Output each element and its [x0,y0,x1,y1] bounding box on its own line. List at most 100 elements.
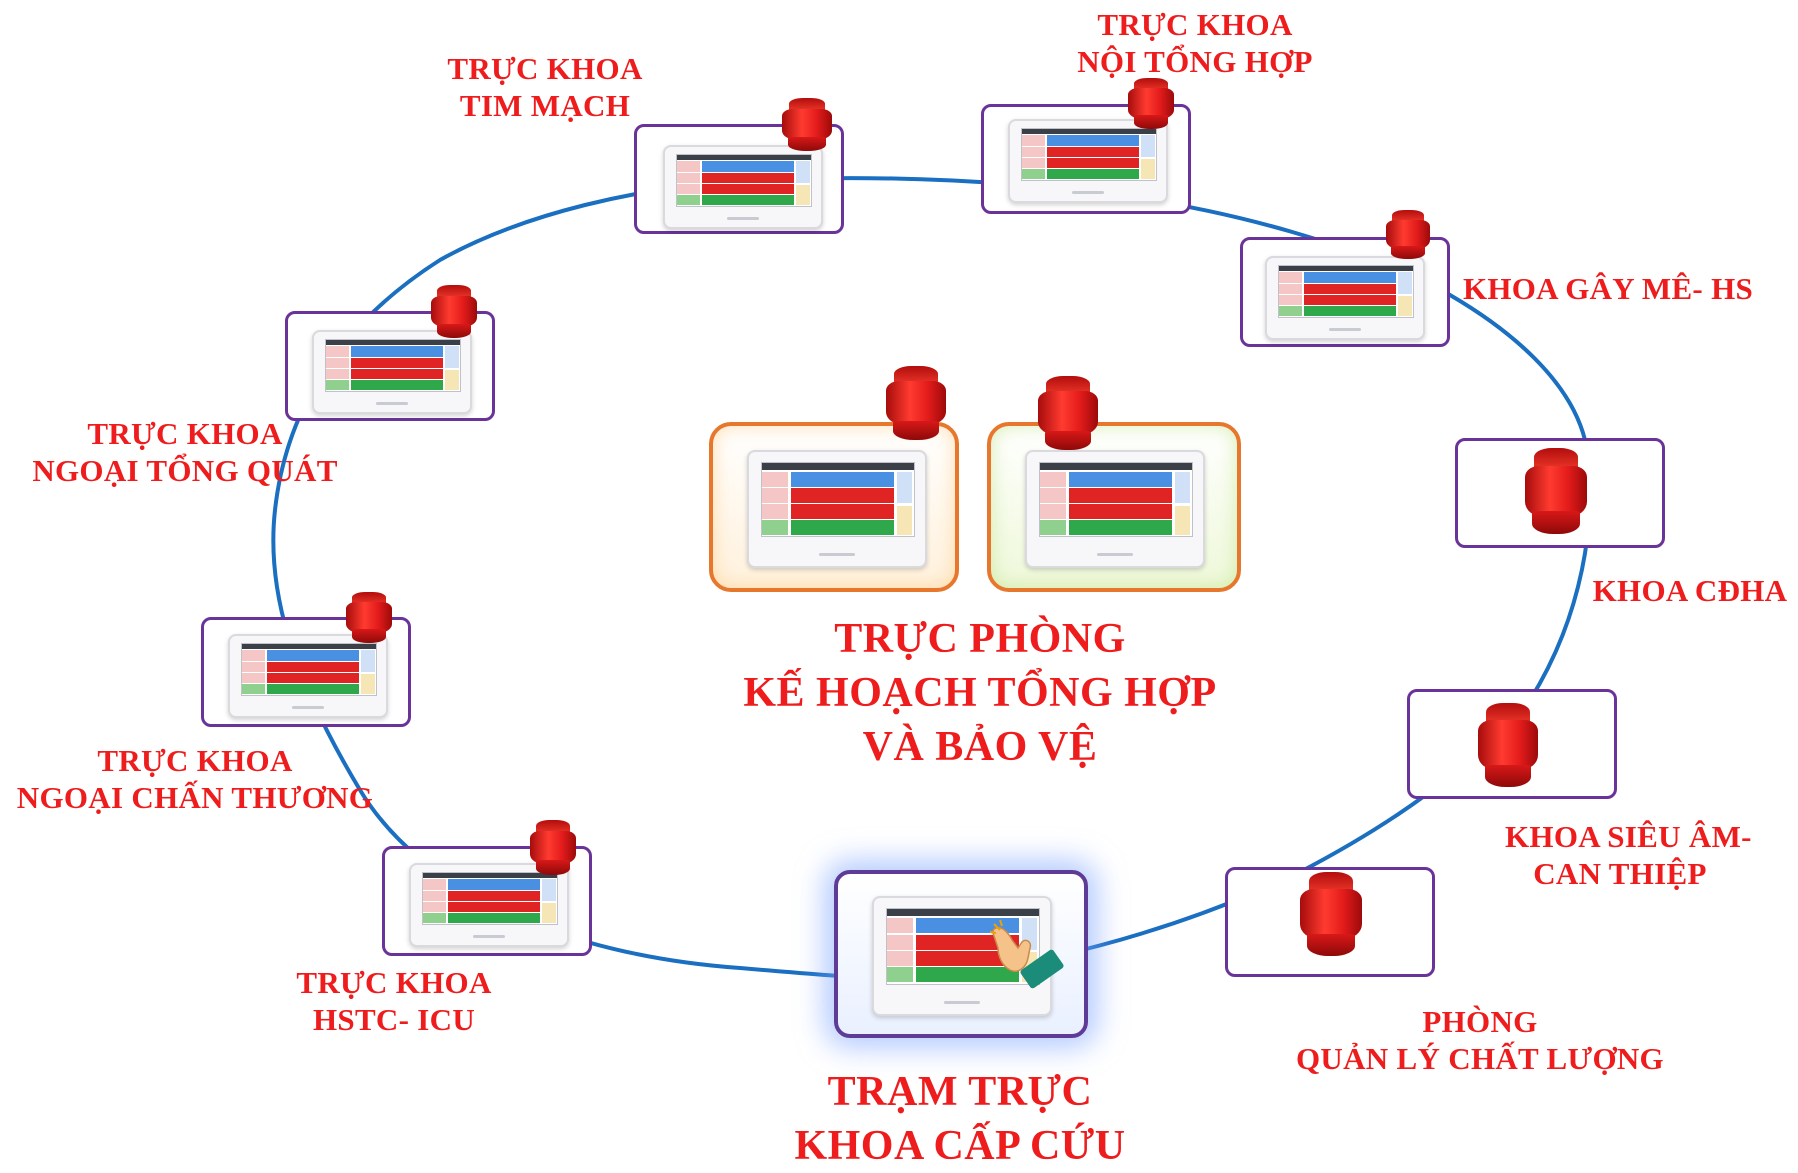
screen-call-row [1047,135,1139,146]
screen-call-row [1047,146,1139,157]
screen-status-bar [887,909,1039,917]
screen-side-block [422,913,446,924]
screen-call-row [702,172,794,183]
tablet-speaker-slot [292,705,324,709]
node-gay-me[interactable] [1240,237,1450,347]
screen-call-row [351,368,443,380]
center-device-left[interactable] [709,422,959,592]
screen-call-row [1304,294,1396,306]
screen-side-panel [1398,272,1412,294]
screen-side-block [422,879,446,890]
screen-call-row [267,672,359,684]
screen-side-block [762,504,789,519]
screen-side-panel [445,346,459,368]
screen-side-block [422,890,446,901]
screen-side-block [1021,135,1045,146]
screen-call-row [702,161,794,172]
screen-side-block [762,472,789,487]
screen-call-row [791,488,894,503]
intercom-tablet-icon [1265,256,1425,340]
screen-side-block [325,368,349,380]
tablet-screen [1039,462,1193,538]
tablet-screen [761,462,915,538]
screen-side-panel [445,369,459,391]
hand-touch-icon [989,919,1064,989]
intercom-tablet-icon [747,450,927,568]
screen-call-row [702,195,794,206]
screen-side-block [887,967,914,983]
screen-status-bar [1021,129,1157,134]
screen-call-row [791,520,894,535]
screen-call-row [1304,306,1396,317]
screen-call-row [1069,488,1172,503]
node-ngoai-tong-quat[interactable] [285,311,495,421]
screen-call-row [267,684,359,695]
screen-side-block [676,195,700,206]
tablet-screen [1277,265,1415,319]
screen-status-bar [762,463,914,470]
screen-side-panel [1175,505,1191,535]
screen-call-row [1304,272,1396,283]
screen-side-block [762,488,789,503]
siren-icon [1038,376,1098,452]
screen-call-row [448,901,540,913]
screen-side-block [325,380,349,391]
screen-call-row [448,879,540,890]
screen-side-block [325,357,349,368]
label-emergency-station: TRẠM TRỰC KHOA CẤP CỨU [794,1069,1126,1169]
tablet-screen [240,643,378,697]
screen-side-block [422,901,446,913]
screen-call-row [1069,472,1172,487]
intercom-tablet-icon [1025,450,1205,568]
screen-call-row [448,890,540,901]
screen-side-block [241,684,265,695]
screen-call-row [1047,157,1139,169]
screen-side-panel [361,673,375,695]
screen-status-bar [1040,463,1192,470]
screen-status-bar [422,873,558,878]
screen-side-block [241,672,265,684]
screen-side-panel [1175,472,1191,503]
screen-status-bar [1278,266,1414,271]
tablet-speaker-slot [1097,552,1133,556]
tablet-speaker-slot [1329,327,1361,331]
siren-icon [1300,872,1362,958]
screen-call-row [1069,504,1172,519]
screen-side-block [325,346,349,357]
siren-icon [431,285,477,339]
tablet-speaker-slot [1072,190,1104,194]
tablet-speaker-slot [819,552,855,556]
tablet-speaker-slot [727,216,759,220]
screen-call-row [916,934,1019,950]
siren-icon [346,592,392,644]
screen-call-row [702,183,794,195]
screen-side-block [1278,306,1302,317]
screen-status-bar [676,155,812,160]
tablet-screen [421,872,559,926]
screen-side-block [1278,294,1302,306]
tablet-speaker-slot [376,401,408,405]
node-hstc-icu[interactable] [382,846,592,956]
screen-side-block [1040,472,1067,487]
screen-side-block [1040,504,1067,519]
screen-side-block [676,161,700,172]
screen-status-bar [325,340,461,345]
center-device-right[interactable] [987,422,1241,592]
screen-side-block [1040,520,1067,535]
tablet-screen [675,154,813,208]
label-gay-me: KHOA GÂY MÊ- HS [1462,271,1754,306]
screen-call-row [1047,169,1139,180]
tablet-screen [324,339,462,393]
screen-side-block [1021,169,1045,180]
screen-call-row [1069,520,1172,535]
label-sieu-am: KHOA SIÊU ÂM-CAN THIỆP [1505,819,1752,891]
siren-icon [886,366,946,442]
screen-side-block [1021,146,1045,157]
siren-icon [1128,78,1174,130]
label-center: TRỰC PHÒNG KẾ HOẠCH TỔNG HỢP VÀ BẢO VỆ [743,616,1217,770]
intercom-tablet-icon [409,863,569,947]
screen-call-row [267,650,359,661]
